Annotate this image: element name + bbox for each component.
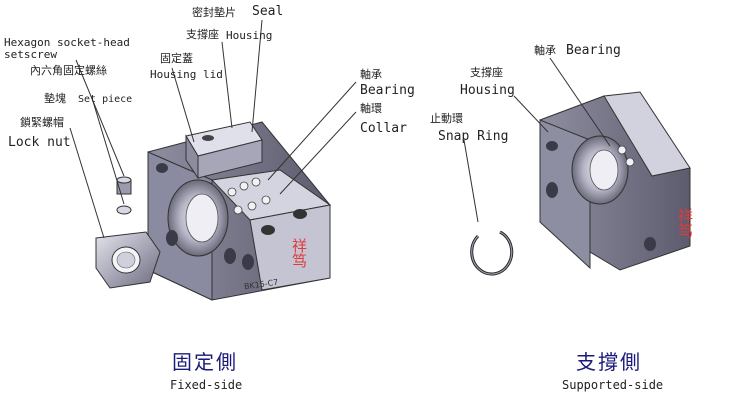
snap-ring-label-zh: 止動環 <box>430 112 463 125</box>
set-piece <box>116 176 132 215</box>
fixed-side-housing-lid <box>185 121 263 180</box>
housing-lid-label-en: Housing lid <box>150 68 223 81</box>
hex-screw-label-zh: 內六角固定螺絲 <box>30 64 107 77</box>
supported-side-housing <box>539 91 691 271</box>
hex-screw-label-en-1: Hexagon socket-head <box>4 36 130 49</box>
set-piece-label-en: Set piece <box>78 94 133 105</box>
fixed-bearing-balls <box>227 177 271 215</box>
hex-screw-label-en-2: setscrew <box>4 48 57 61</box>
snap-ring <box>470 230 514 276</box>
supported-housing-label-en: Housing <box>460 83 515 98</box>
collar-label-zh: 軸環 <box>360 102 382 115</box>
housing-label-zh: 支撐座 <box>186 28 219 41</box>
housing-label-en: Housing <box>226 29 273 42</box>
fixed-side-stamp: 祥笃 <box>290 238 308 268</box>
fixed-side-caption-en: Fixed-side <box>170 378 243 392</box>
lock-nut <box>95 231 161 289</box>
seal-label-zh: 密封墊片 <box>192 6 236 19</box>
supported-side-caption-zh: 支撐側 <box>576 350 642 374</box>
collar-label-en: Collar <box>360 121 407 136</box>
supported-bearing-label-zh: 軸承 <box>534 44 556 57</box>
seal-label-en: Seal <box>252 4 284 19</box>
fixed-side-leaders <box>69 19 357 239</box>
supported-side-caption-en: Supported-side <box>562 378 664 392</box>
lock-nut-label-en: Lock nut <box>8 135 71 150</box>
snap-ring-label-en: Snap Ring <box>438 129 509 144</box>
bearing-label-en: Bearing <box>360 83 415 98</box>
fixed-side-caption-zh: 固定側 <box>172 350 238 374</box>
set-piece-label-zh: 墊塊 <box>44 92 66 105</box>
housing-lid-label-zh: 固定蓋 <box>160 52 193 65</box>
supported-side-leaders <box>463 57 611 223</box>
supported-housing-label-zh: 支撐座 <box>470 66 503 79</box>
bearing-label-zh: 軸承 <box>360 68 382 81</box>
supported-side-stamp: 祥笃 <box>676 208 694 238</box>
lock-nut-label-zh: 鎖緊螺帽 <box>20 116 64 129</box>
supported-bearing-label-en: Bearing <box>566 43 621 58</box>
